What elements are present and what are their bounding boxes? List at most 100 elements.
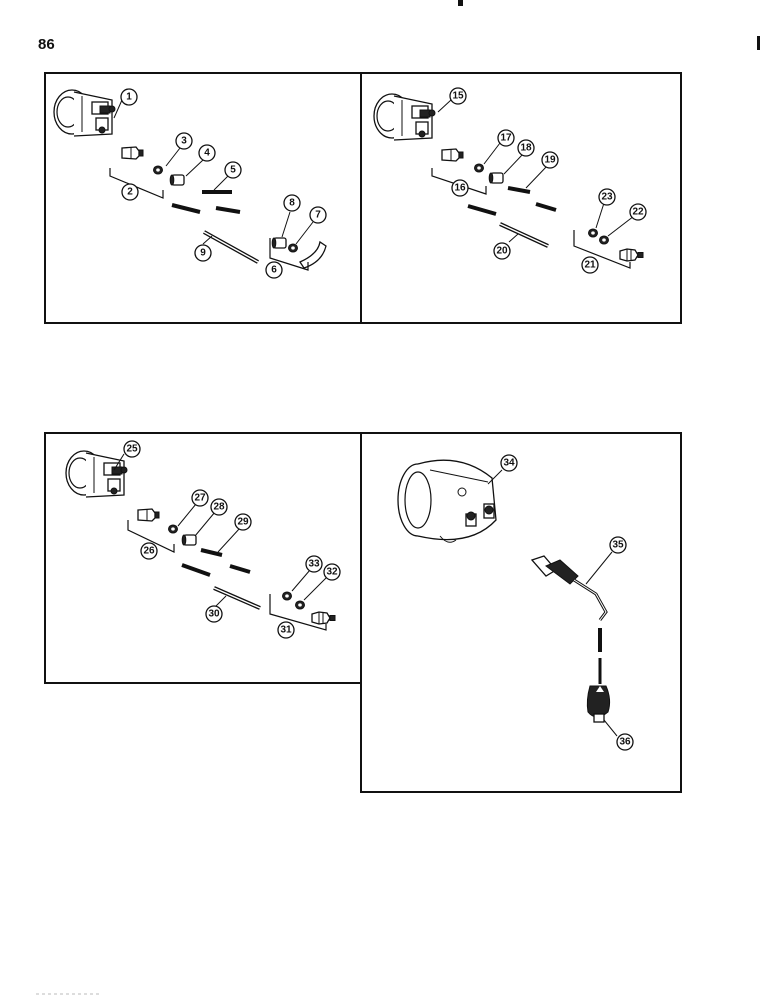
- fitting-31: [311, 611, 336, 625]
- svg-text:33: 33: [308, 559, 320, 570]
- gauge-34: [397, 459, 497, 543]
- svg-text:19: 19: [544, 155, 556, 166]
- svg-text:25: 25: [126, 444, 138, 455]
- bracket-6: [269, 238, 309, 271]
- svg-text:35: 35: [612, 540, 624, 551]
- nut-7: [288, 243, 298, 253]
- tube-29-upper: [200, 548, 223, 557]
- callout-31: 31: [277, 621, 295, 639]
- page-number: 86: [38, 36, 55, 53]
- tube-19-lower: [535, 202, 557, 212]
- callout-33: 33: [305, 555, 323, 573]
- gauge-25: [65, 450, 128, 498]
- callout-15: 15: [449, 87, 467, 105]
- margin-mark: [757, 36, 760, 50]
- svg-text:23: 23: [601, 192, 613, 203]
- gauge-15: [373, 93, 436, 141]
- frame-bottom-right: [360, 432, 682, 793]
- callout-34: 34: [500, 454, 518, 472]
- union-16: [441, 148, 464, 162]
- svg-text:9: 9: [200, 248, 206, 259]
- sleeve-28: [181, 534, 197, 546]
- svg-text:30: 30: [208, 609, 220, 620]
- svg-text:8: 8: [289, 198, 295, 209]
- frame-top: [44, 72, 682, 324]
- nut-32: [295, 600, 305, 610]
- nut-22: [599, 235, 609, 245]
- union-26: [137, 508, 160, 522]
- tube-segment-b: [467, 204, 497, 216]
- tube-19-upper: [507, 186, 531, 194]
- callout-30: 30: [205, 605, 223, 623]
- union-2: [121, 146, 144, 160]
- callout-5: 5: [224, 161, 242, 179]
- svg-text:21: 21: [584, 260, 596, 271]
- callout-21: 21: [581, 256, 599, 274]
- panel-bottom-right: 34 35 36: [397, 454, 634, 751]
- panel-top-right: 15 16 17 18 19 20 21 22 23: [373, 87, 647, 274]
- nut-3: [153, 165, 163, 175]
- svg-text:1: 1: [126, 92, 132, 103]
- gauge-1: [53, 89, 116, 137]
- callout-17: 17: [497, 129, 515, 147]
- svg-text:22: 22: [632, 207, 644, 218]
- callout-32: 32: [323, 563, 341, 581]
- svg-text:34: 34: [503, 458, 515, 469]
- callout-36: 36: [616, 733, 634, 751]
- svg-text:31: 31: [280, 625, 292, 636]
- callout-6: 6: [265, 261, 283, 279]
- svg-text:20: 20: [496, 246, 508, 257]
- bracket-31: [269, 594, 327, 631]
- svg-text:15: 15: [452, 91, 464, 102]
- svg-text:29: 29: [237, 517, 249, 528]
- callout-19: 19: [541, 151, 559, 169]
- callout-20: 20: [493, 242, 511, 260]
- nut-33: [282, 591, 292, 601]
- svg-text:32: 32: [326, 567, 338, 578]
- tube-5-lower: [215, 206, 241, 214]
- callout-8: 8: [283, 194, 301, 212]
- elbow-6: [299, 240, 327, 269]
- nut-23: [588, 228, 598, 238]
- nut-17: [474, 163, 484, 173]
- callout-23: 23: [598, 188, 616, 206]
- callout-22: 22: [629, 203, 647, 221]
- sleeve-4: [169, 174, 185, 186]
- callout-28: 28: [210, 498, 228, 516]
- top-edge-mark: [458, 0, 463, 6]
- callout-35: 35: [609, 536, 627, 554]
- callout-3: 3: [175, 132, 193, 150]
- svg-text:3: 3: [181, 136, 187, 147]
- tube-segment-a: [171, 203, 201, 214]
- svg-text:26: 26: [143, 546, 155, 557]
- sender-35: [530, 555, 608, 684]
- svg-text:7: 7: [315, 210, 321, 221]
- svg-text:16: 16: [454, 183, 466, 194]
- svg-text:6: 6: [271, 265, 277, 276]
- svg-text:28: 28: [213, 502, 225, 513]
- tube-segment-c: [181, 563, 211, 577]
- callout-25: 25: [123, 440, 141, 458]
- callout-9: 9: [194, 244, 212, 262]
- nut-27: [168, 524, 178, 534]
- svg-text:5: 5: [230, 165, 236, 176]
- svg-text:2: 2: [127, 187, 133, 198]
- svg-text:18: 18: [520, 143, 532, 154]
- fitting-21: [619, 248, 644, 262]
- sender-bulb-36: [586, 685, 611, 723]
- callout-7: 7: [309, 206, 327, 224]
- tube-29-lower: [229, 564, 251, 574]
- sleeve-8: [271, 237, 287, 249]
- callout-27: 27: [191, 489, 209, 507]
- sleeve-18: [488, 172, 504, 184]
- callout-16: 16: [451, 179, 469, 197]
- panel-top-left: 1 2 3 4 5 6 7 8 9: [53, 88, 327, 279]
- svg-text:27: 27: [194, 493, 206, 504]
- callout-29: 29: [234, 513, 252, 531]
- panel-bottom-left: 25 26 27 28 29 30 31 32 33: [65, 440, 341, 639]
- callout-2: 2: [121, 183, 139, 201]
- bracket-21: [573, 230, 631, 269]
- callout-4: 4: [198, 144, 216, 162]
- svg-text:36: 36: [619, 737, 631, 748]
